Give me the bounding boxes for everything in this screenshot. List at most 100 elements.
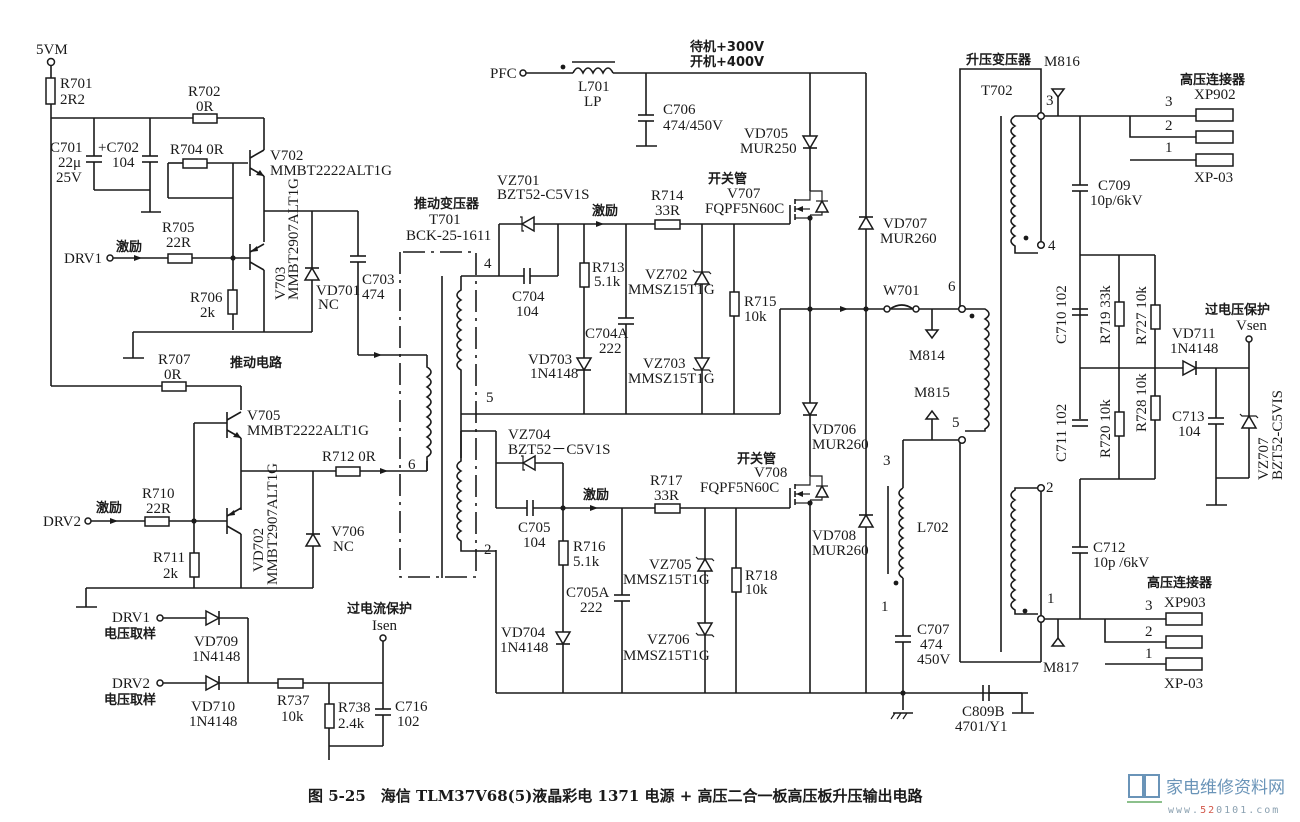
t702-pin5-terminal [957, 435, 967, 445]
node-pfc-terminal[interactable] [519, 69, 527, 77]
r718-ref: R718 [745, 568, 778, 584]
resistor-r718 [731, 567, 742, 593]
v707-title: 开关管 [708, 171, 747, 187]
vd710-ref: VD710 [191, 699, 235, 715]
r711-value: 2k [163, 566, 179, 582]
vd703-ref: VD703 [528, 352, 572, 368]
r717-ref: R717 [650, 473, 683, 489]
vsen-terminal[interactable] [1245, 335, 1253, 343]
vz703-part: MMSZ15T1G [628, 371, 715, 387]
c707-value: 474 [920, 637, 943, 653]
node-drv1-terminal[interactable] [106, 254, 114, 262]
vz701-part: BZT52-C5V1S [497, 187, 590, 203]
c716-value: 102 [397, 714, 420, 730]
r715-value: 10k [744, 309, 767, 325]
watermark-url-highlight: 52 [1200, 805, 1216, 816]
resistor-r737 [277, 678, 304, 689]
diode-vd707 [857, 215, 875, 230]
drv2-excite-label: 激励 [96, 500, 122, 516]
vd709-ref: VD709 [194, 634, 238, 650]
isen-title: 过电流保护 [347, 601, 412, 617]
r738-ref: R738 [338, 700, 371, 716]
zener-vz706 [696, 622, 714, 637]
c713-value: 104 [1178, 424, 1201, 440]
zener-vz703 [693, 357, 711, 372]
overcurrent-protection: DRV1 电压取样 VD709 1N4148 DRV2 电压取样 VD710 1… [104, 601, 428, 760]
node-drv2-terminal[interactable] [84, 517, 92, 525]
r727-ref: R727 10k [1134, 286, 1150, 345]
vz703-ref: VZ703 [643, 356, 686, 372]
resistor-r706 [227, 289, 238, 315]
r706-value: 2k [200, 305, 216, 321]
l701-ref: L701 [578, 79, 610, 95]
drive-circuit-title: 推动电路 [230, 355, 283, 371]
drv2-sample-terminal[interactable] [156, 679, 164, 687]
vz701-ref: VZ701 [497, 173, 540, 189]
vd711-part: 1N4148 [1170, 341, 1218, 357]
v702-part: MMBT2222ALT1G [270, 163, 392, 179]
xp903-pin2-contact [1165, 635, 1203, 649]
r720-ref: R720 10k [1098, 399, 1114, 458]
l701-value: LP [584, 94, 602, 110]
r707-value: 0R [164, 367, 182, 383]
xp903-ref: XP903 [1164, 595, 1206, 611]
resistor-r710 [144, 516, 170, 527]
lower-excite-label: 激励 [583, 487, 609, 503]
r713-ref: R713 [592, 260, 625, 276]
xp903-type: XP-03 [1164, 676, 1203, 692]
c809b-value: 4701/Y1 [955, 719, 1008, 735]
vd702-ref: VD702 [251, 528, 267, 572]
r737-ref: R737 [277, 693, 310, 709]
figure-caption: 图 5-25 海信 TLM37V68(5)液晶彩电 1371 电源 + 高压二合… [308, 787, 924, 805]
xp903-title: 高压连接器 [1147, 575, 1213, 591]
resistor-r702 [192, 113, 218, 124]
r718-value: 10k [745, 582, 768, 598]
r717-value: 33R [654, 488, 679, 504]
t702-pin2-terminal [1036, 483, 1046, 493]
hv-output: C709 10p/6kV 高压连接器 XP902 3 2 1 XP-03 C71… [1044, 72, 1286, 692]
r713-value: 5.1k [594, 274, 621, 290]
w701-ref: W701 [883, 283, 920, 299]
drv1-sample-terminal[interactable] [156, 614, 164, 622]
drv1-excite-label: 激励 [116, 239, 142, 255]
c703-value: 474 [362, 287, 385, 303]
c701-value: 22μ [58, 155, 81, 171]
resistor-r719 [1114, 301, 1125, 327]
vz707-ref: VZ707 [1256, 437, 1272, 480]
transistor-v705 [226, 411, 242, 439]
resistor-r715 [729, 291, 740, 317]
vz702-ref: VZ702 [645, 267, 688, 283]
vd707-ref: VD707 [883, 216, 928, 232]
diode-vd706 [801, 402, 819, 417]
vd704-ref: VD704 [501, 625, 546, 641]
xp902-title: 高压连接器 [1180, 72, 1246, 88]
t701-pin4: 4 [484, 256, 492, 272]
t702-pin6: 6 [948, 279, 956, 295]
c716-ref: C716 [395, 699, 428, 715]
c710-ref: C710 102 [1054, 285, 1070, 344]
l702-pin1: 1 [881, 599, 889, 615]
v707-part: FQPF5N60C [705, 201, 784, 217]
r715-ref: R715 [744, 294, 777, 310]
vd701-ref: VD701 [316, 283, 360, 299]
v708-part: FQPF5N60C [700, 480, 779, 496]
watermark-url-prefix: www. [1168, 805, 1200, 816]
vd701-value: NC [318, 297, 339, 313]
node-5vm-terminal[interactable] [46, 57, 56, 67]
m814-ref: M814 [909, 348, 945, 364]
v707-ref: V707 [727, 186, 761, 202]
c712-value: 10p /6kV [1093, 555, 1149, 571]
xp902-pin1: 1 [1165, 140, 1173, 156]
t702-pin1-terminal [1036, 614, 1046, 624]
c702-ref: +C702 [98, 140, 139, 156]
c712-ref: C712 [1093, 540, 1126, 556]
r716-value: 5.1k [573, 554, 600, 570]
vz705-ref: VZ705 [649, 557, 692, 573]
upper-gate-drive: VZ701 BZT52-C5V1S C704 104 激励 R714 33R R… [497, 171, 830, 414]
t702-pin5: 5 [952, 415, 960, 431]
r710-value: 22R [146, 501, 171, 517]
c704a-ref: C704A [585, 326, 629, 342]
isen-terminal[interactable] [379, 634, 387, 642]
testpoint-m817-icon [1050, 636, 1066, 647]
xp902-ref: XP902 [1194, 87, 1236, 103]
